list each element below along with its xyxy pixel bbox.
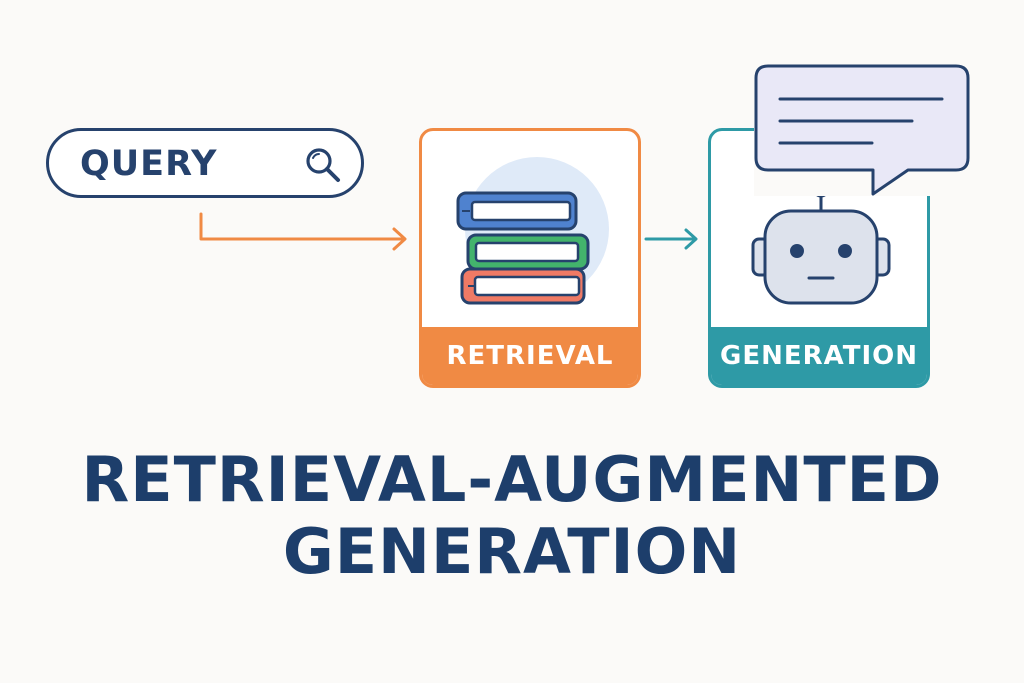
search-icon — [306, 148, 340, 182]
title-line-2: GENERATION — [282, 515, 742, 588]
query-search-box[interactable]: QUERY — [46, 128, 364, 198]
query-label: QUERY — [80, 144, 218, 184]
title-line-1: RETRIEVAL-AUGMENTED — [81, 443, 943, 516]
generation-label: GENERATION — [711, 327, 927, 385]
robot-icon — [751, 180, 891, 305]
retrieval-card: RETRIEVAL — [419, 128, 641, 388]
retrieval-label: RETRIEVAL — [422, 327, 638, 385]
query-to-retrieval-arrow — [199, 212, 406, 241]
book-green — [466, 233, 590, 271]
book-blue — [456, 191, 578, 231]
query-to-retrieval-arrowhead — [392, 227, 407, 251]
books-icon — [456, 157, 609, 305]
book-coral — [460, 267, 586, 305]
speech-bubble-icon — [754, 64, 970, 196]
retrieval-to-generation-arrowhead — [684, 228, 698, 250]
diagram-title: RETRIEVAL-AUGMENTED GENERATION — [0, 444, 1024, 588]
